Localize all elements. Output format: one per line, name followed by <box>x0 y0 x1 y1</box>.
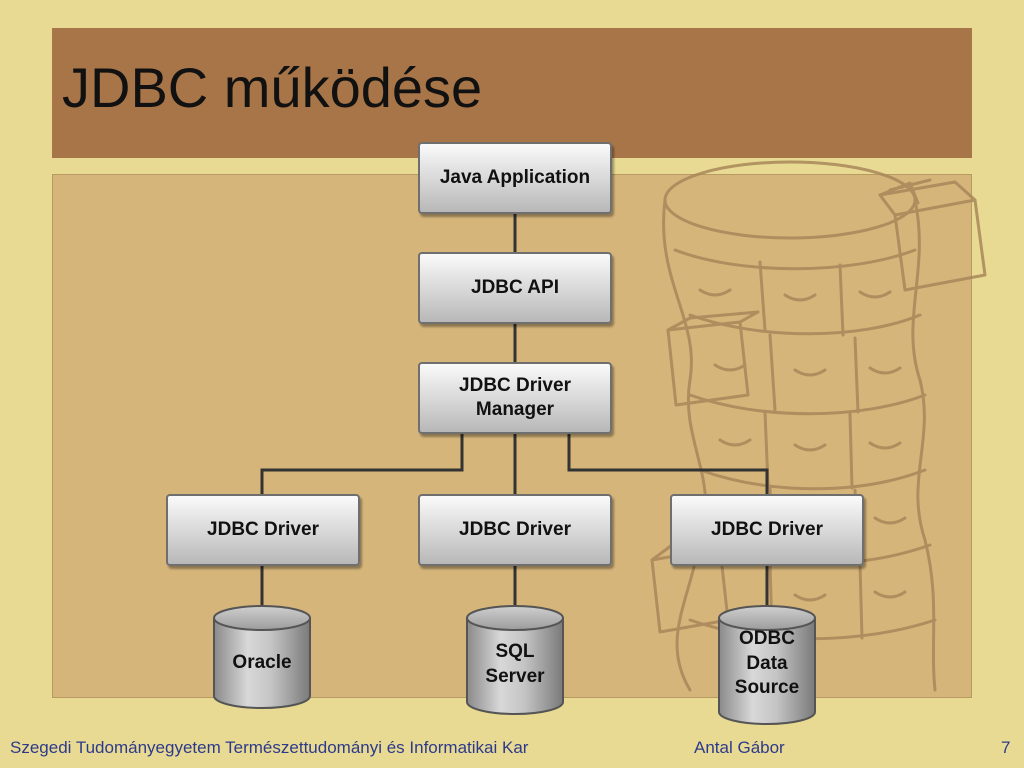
title-bar <box>52 28 972 158</box>
sql-text-line2: Server <box>485 665 545 687</box>
connector-manager-to-right-driver <box>567 434 769 494</box>
oracle-text: Oracle <box>232 652 292 673</box>
node-jdbc-driver-middle-label: JDBC Driver <box>459 519 571 541</box>
slide-title: JDBC működése <box>62 56 483 119</box>
node-jdbc-driver-middle: JDBC Driver <box>418 494 612 566</box>
connector-manager-to-left-driver <box>260 434 464 494</box>
footer-institution: Szegedi Tudományegyetem Természettudomán… <box>10 738 529 757</box>
node-jdbc-driver-right-label: JDBC Driver <box>711 519 823 541</box>
database-label-sql-server: SQL Server <box>467 640 563 689</box>
odbc-text-line2: Data <box>746 652 788 674</box>
footer-page-number: 7 <box>1001 738 1011 757</box>
database-cylinder-sql-server <box>466 605 564 715</box>
node-jdbc-api-label: JDBC API <box>471 277 559 299</box>
odbc-text-line1: ODBC <box>739 628 795 649</box>
database-cylinder-oracle <box>213 605 311 709</box>
node-driver-manager-line2: Manager <box>475 399 555 420</box>
node-java-application: Java Application <box>418 142 612 214</box>
node-jdbc-driver-right: JDBC Driver <box>670 494 864 566</box>
sql-text-line1: SQL <box>495 641 535 662</box>
node-jdbc-driver-left: JDBC Driver <box>166 494 360 566</box>
node-jdbc-driver-manager: JDBC Driver Manager <box>418 362 612 434</box>
node-driver-manager-line1: JDBC Driver <box>459 375 571 397</box>
node-jdbc-api: JDBC API <box>418 252 612 324</box>
database-label-odbc: ODBC Data Source <box>719 627 815 701</box>
database-label-oracle: Oracle <box>214 651 310 676</box>
odbc-text-line3: Source <box>734 677 800 699</box>
node-jdbc-driver-left-label: JDBC Driver <box>207 519 319 541</box>
database-cylinder-odbc <box>718 605 816 725</box>
footer-author: Antal Gábor <box>694 738 785 757</box>
node-java-application-label: Java Application <box>439 167 591 189</box>
